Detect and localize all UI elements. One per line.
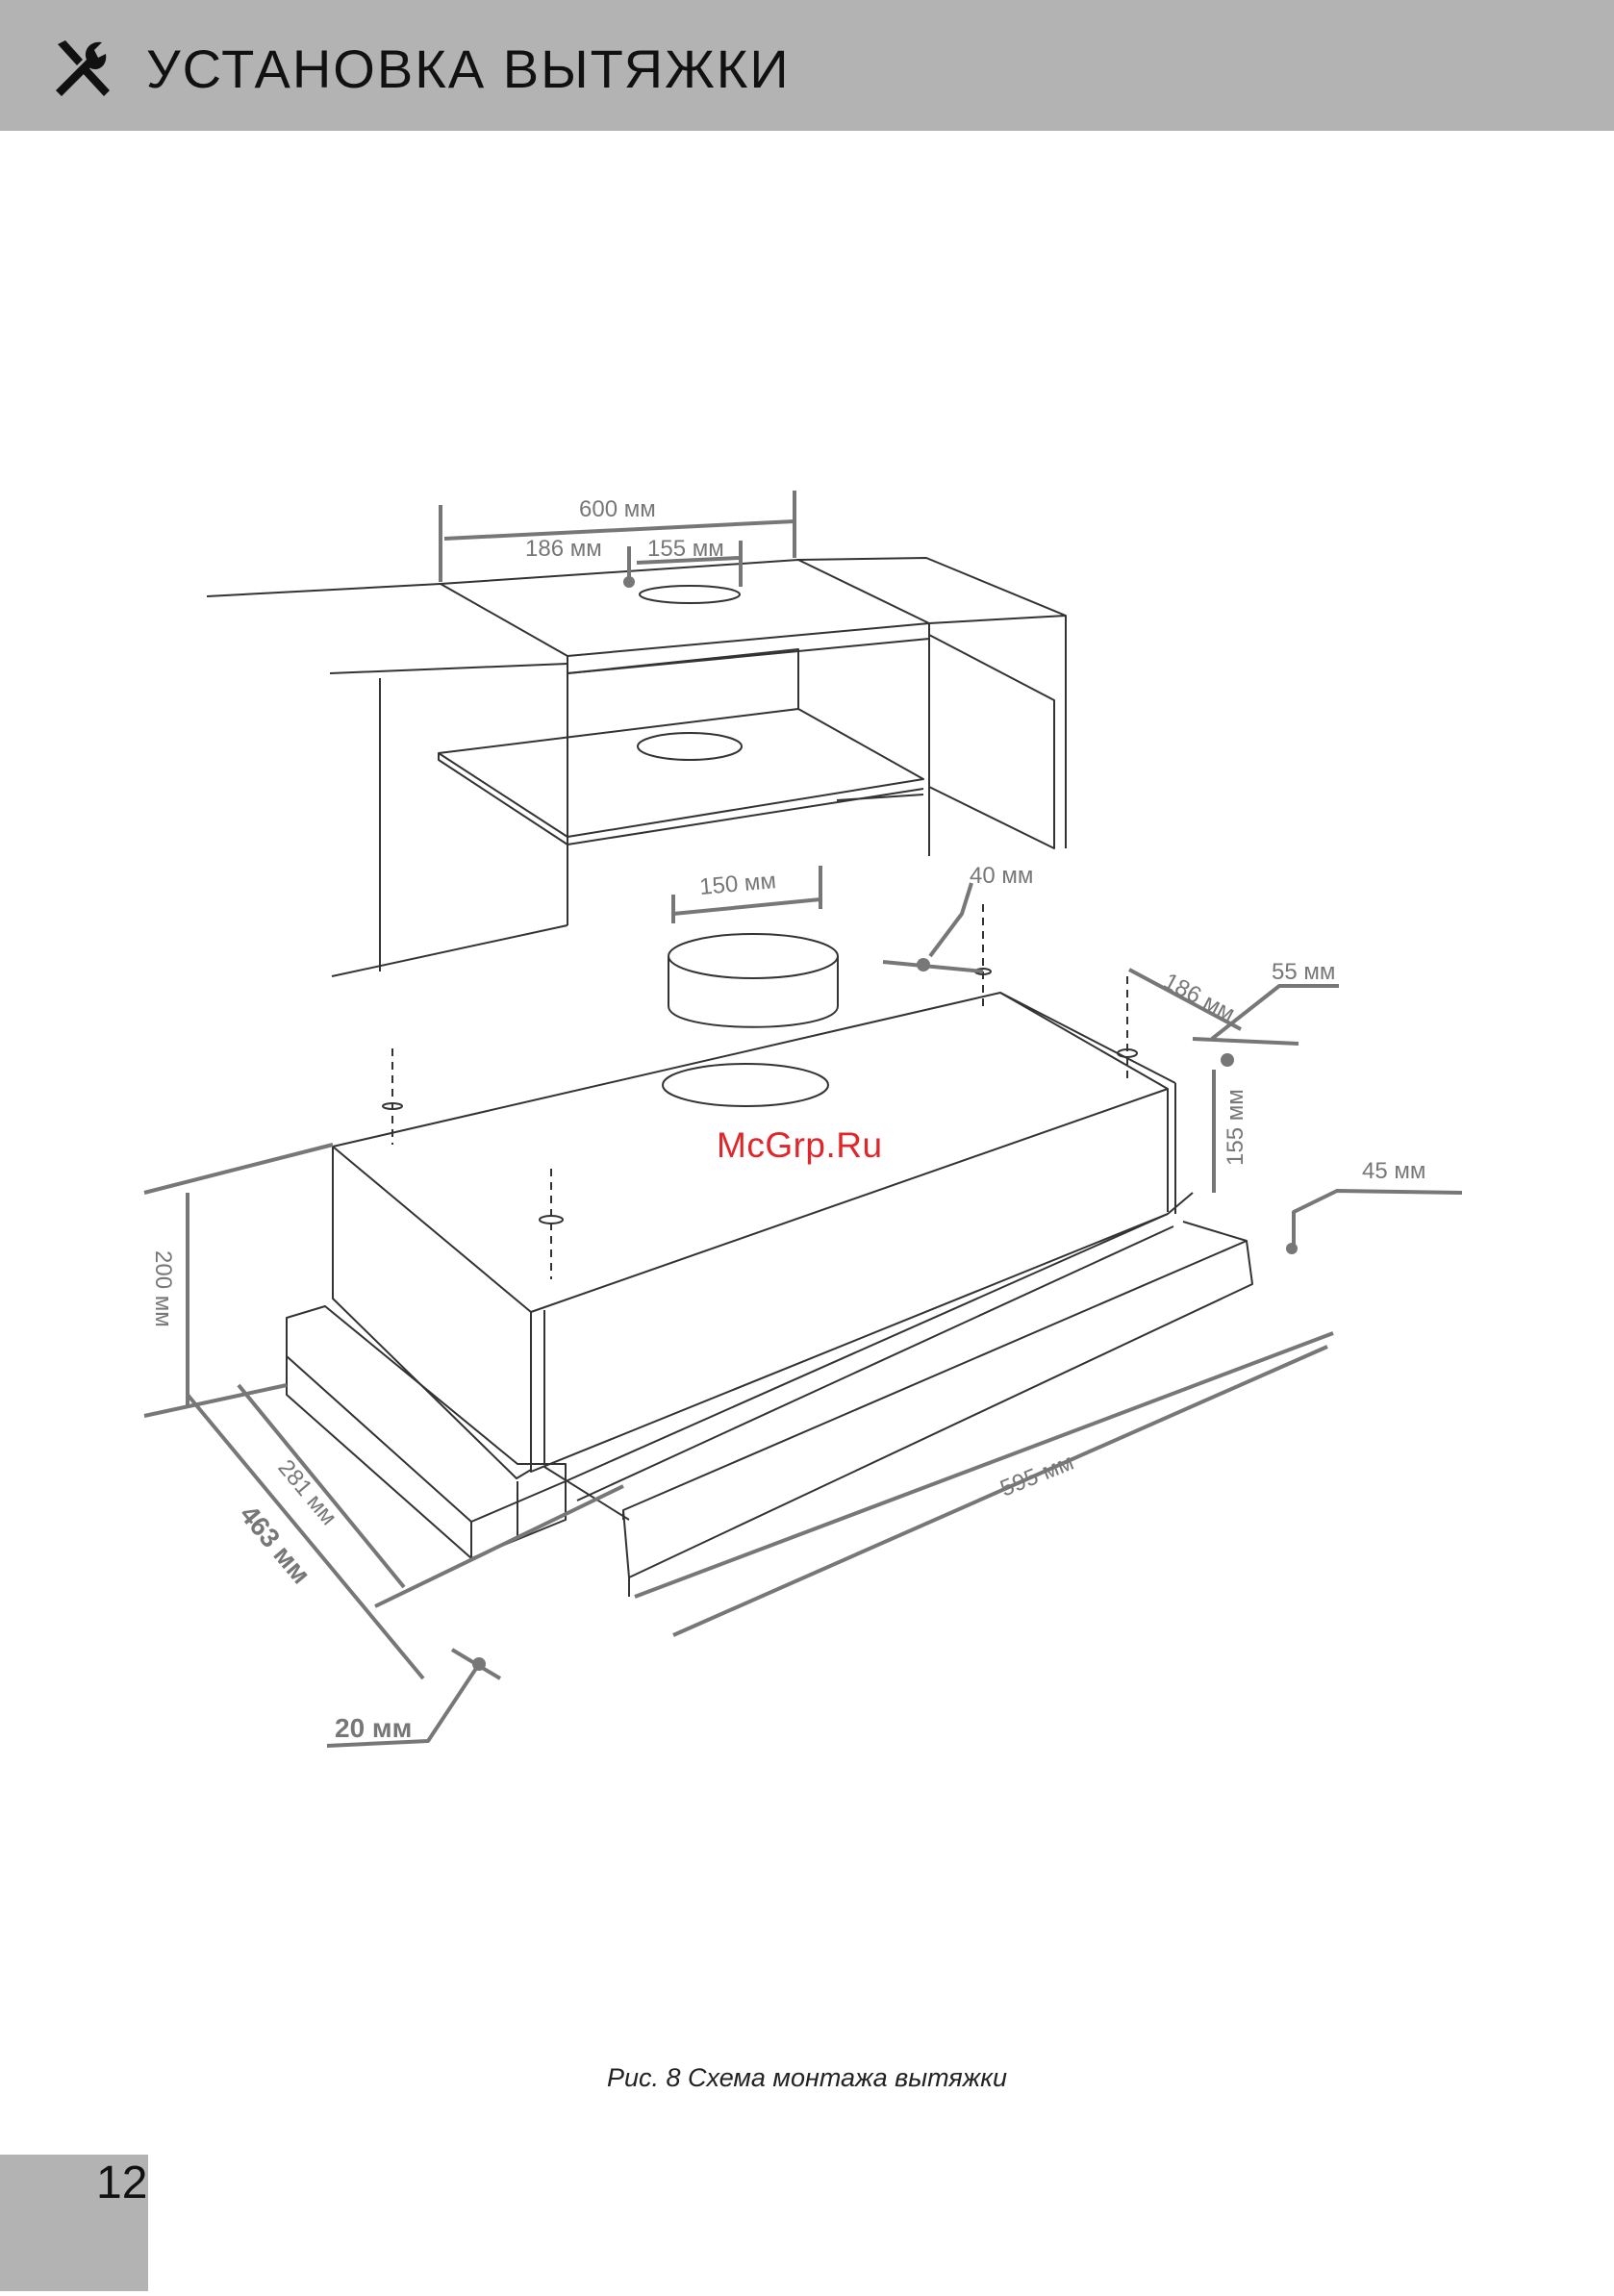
watermark: McGrp.Ru [717,1125,883,1166]
cabinet-top-hole [640,586,740,603]
figure-caption: Рис. 8 Схема монтажа вытяжки [0,2063,1614,2093]
cabinet-top-right [798,558,1066,623]
dim-hole-diameter: 155 мм [647,536,724,562]
dim-screw-front: 40 мм [970,863,1033,889]
duct-collar-body [668,956,838,1027]
dim-panel-height: 45 мм [1362,1158,1425,1184]
dim-hole-offset: 186 мм [525,536,602,562]
hood-top-outlet [663,1064,828,1106]
dim-duct-diameter: 150 мм [698,868,777,900]
dim-rear-height: 155 мм [1223,1089,1248,1166]
dim-depth-total: 463 мм [234,1500,315,1589]
dim-screw-side: 186 мм [1159,968,1239,1026]
dim-cabinet-width: 600 мм [579,496,656,522]
cabinet-shelf-hole [638,733,742,760]
cabinet-line [207,584,441,596]
dim-screw-rear: 55 мм [1272,959,1335,985]
cabinet-shelf [439,709,923,837]
duct-collar-top [668,934,838,978]
dim-front-gap: 20 мм [335,1713,412,1743]
page-number: 12 [96,2160,147,2207]
dim-body-height: 200 мм [150,1250,176,1327]
front-panel [623,1241,1252,1577]
cabinet-top [441,560,929,656]
